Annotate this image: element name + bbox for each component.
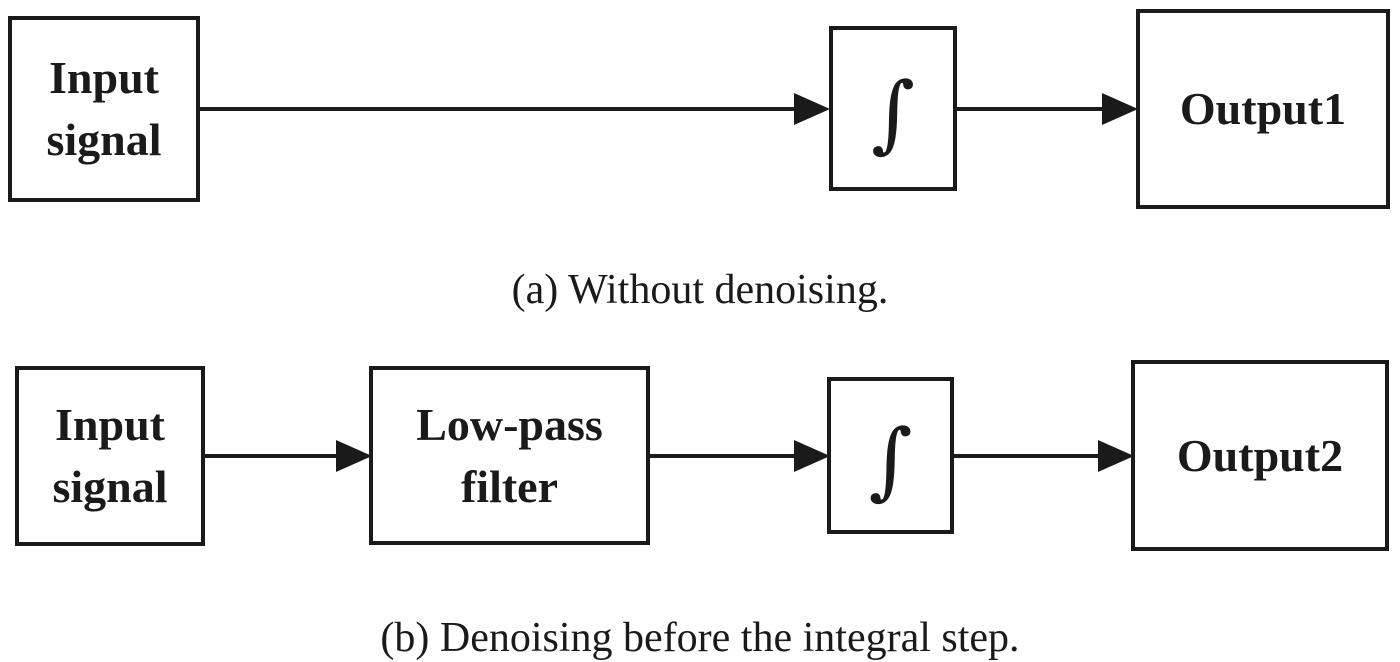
- integral-symbol: ∫: [871, 63, 915, 162]
- low-pass-filter-label-line2: filter: [460, 460, 559, 512]
- caption-a: (a) Without denoising.: [511, 267, 889, 313]
- output1-label: Output1: [1179, 83, 1347, 134]
- low-pass-filter-label-line1: Low-pass: [416, 398, 603, 450]
- integral-box-b: ∫: [827, 377, 954, 534]
- input-signal-label-line1: Input: [55, 399, 165, 450]
- integral-box-a: ∫: [829, 26, 957, 191]
- output1-box: Output1: [1136, 9, 1390, 209]
- input-signal-box-a: Input signal: [8, 16, 200, 202]
- output2-box: Output2: [1131, 360, 1389, 551]
- integral-symbol: ∫: [868, 410, 913, 509]
- low-pass-filter-box: Low-pass filter: [369, 366, 650, 545]
- output2-label: Output2: [1176, 429, 1344, 481]
- input-signal-label-line2: signal: [46, 114, 162, 165]
- caption-b: (b) Denoising before the integral step.: [380, 615, 1020, 661]
- input-signal-label-line1: Input: [49, 52, 159, 103]
- input-signal-box-b: Input signal: [15, 366, 205, 546]
- input-signal-label-line2: signal: [52, 461, 168, 512]
